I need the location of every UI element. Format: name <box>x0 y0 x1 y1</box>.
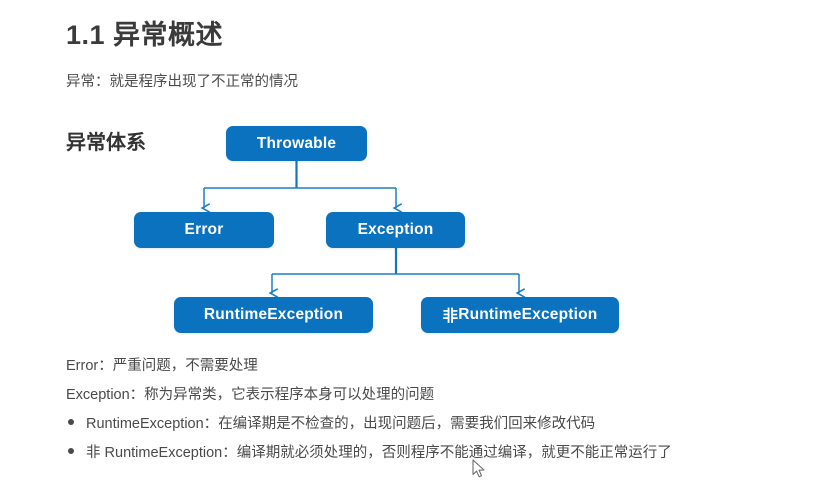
node-throwable[interactable]: Throwable <box>226 126 367 161</box>
node-error[interactable]: Error <box>134 212 274 248</box>
node-non-runtime-exception-label: RuntimeException <box>458 306 598 323</box>
list-item: 非 RuntimeException：编译期就必须处理的，否则程序不能通过编译，… <box>68 441 672 462</box>
bullet-icon <box>68 448 74 454</box>
node-runtime-exception-label: RuntimeException <box>203 306 344 323</box>
list-item-text: 非 RuntimeException：编译期就必须处理的，否则程序不能通过编译，… <box>86 445 672 461</box>
page-title: 1.1 异常概述 <box>66 20 224 50</box>
exception-hierarchy-diagram: Throwable Error Exception RuntimeExcepti… <box>0 110 830 350</box>
bullet-icon <box>68 419 74 425</box>
error-description: Error：严重问题，不需要处理 <box>66 358 258 374</box>
diagram-connectors <box>0 161 830 350</box>
node-runtime-exception[interactable]: RuntimeException <box>174 297 373 333</box>
node-throwable-label: Throwable <box>256 134 337 152</box>
exception-description: Exception：称为异常类，它表示程序本身可以处理的问题 <box>66 387 435 403</box>
lead-paragraph: 异常：就是程序出现了不正常的情况 <box>66 74 298 90</box>
list-item: RuntimeException：在编译期是不检查的，出现问题后，需要我们回来修… <box>68 412 595 433</box>
node-non-runtime-exception-prefix: 非 <box>442 307 459 325</box>
mouse-cursor-icon <box>472 459 485 478</box>
list-item-text: RuntimeException：在编译期是不检查的，出现问题后，需要我们回来修… <box>86 416 596 432</box>
node-error-label: Error <box>184 221 224 238</box>
node-exception[interactable]: Exception <box>326 212 465 248</box>
subsection-title: 异常体系 <box>66 132 146 154</box>
node-exception-label: Exception <box>357 221 434 238</box>
